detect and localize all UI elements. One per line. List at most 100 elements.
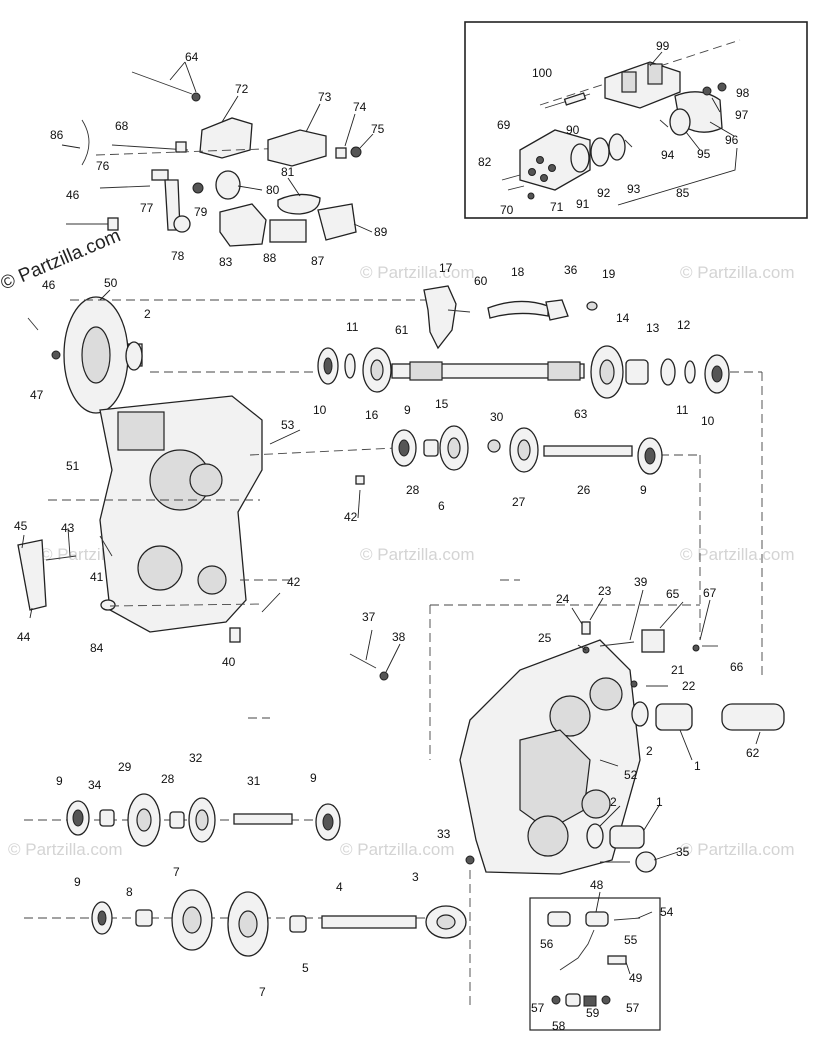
output-shaft-assembly	[91, 889, 467, 957]
callout-68: 68	[115, 119, 129, 133]
callout-48: 48	[590, 878, 604, 892]
callout-13: 13	[646, 321, 660, 335]
callout-95: 95	[697, 147, 711, 161]
callout-10: 10	[313, 403, 327, 417]
callout-77: 77	[140, 201, 154, 215]
callout-42-lower: 42	[287, 575, 301, 589]
callout-46: 46	[66, 188, 80, 202]
leader-lines	[21, 51, 761, 975]
callout-65: 65	[666, 587, 680, 601]
callout-49: 49	[629, 971, 643, 985]
callout-93: 93	[627, 182, 641, 196]
callout-28: 28	[406, 483, 420, 497]
callout-19: 19	[602, 267, 616, 281]
callout-44: 44	[17, 630, 31, 644]
callout-10-right: 10	[701, 414, 715, 428]
callout-61: 61	[395, 323, 409, 337]
callout-5: 5	[302, 961, 309, 975]
callout-59: 59	[586, 1006, 600, 1020]
callout-73: 73	[318, 90, 332, 104]
callout-22: 22	[682, 679, 696, 693]
main-shaft-assembly	[51, 285, 730, 399]
right-transmission-case	[349, 621, 785, 875]
callout-34: 34	[88, 778, 102, 792]
callout-57-right: 57	[626, 1001, 640, 1015]
callout-94: 94	[661, 148, 675, 162]
interlock-assembly	[547, 911, 641, 1007]
watermark-text: © Partzilla.com	[8, 840, 123, 859]
callout-91: 91	[576, 197, 590, 211]
callout-57: 57	[531, 1001, 545, 1015]
interlock-inset-frame	[529, 897, 661, 1031]
callout-35: 35	[676, 845, 690, 859]
shifter-linkage-assembly	[66, 71, 362, 247]
callout-33: 33	[437, 827, 451, 841]
callout-53: 53	[281, 418, 295, 432]
callout-69: 69	[497, 118, 511, 132]
callout-26: 26	[577, 483, 591, 497]
callout-47: 47	[30, 388, 44, 402]
callout-86: 86	[50, 128, 64, 142]
callout-85: 85	[676, 186, 690, 200]
callout-32: 32	[189, 751, 203, 765]
callout-87: 87	[311, 254, 325, 268]
callout-11-right: 11	[676, 403, 689, 417]
callout-92: 92	[597, 186, 611, 200]
callout-14: 14	[616, 311, 630, 325]
callout-21: 21	[671, 663, 685, 677]
left-case-cover	[17, 296, 365, 643]
callout-90: 90	[566, 123, 580, 137]
callout-17: 17	[439, 261, 453, 275]
callout-12: 12	[677, 318, 691, 332]
callout-66: 66	[730, 660, 744, 674]
callout-82: 82	[478, 155, 492, 169]
callout-96: 96	[725, 133, 739, 147]
callout-83: 83	[219, 255, 233, 269]
countershaft-assembly	[391, 425, 663, 475]
callout-2-lower: 2	[610, 795, 617, 809]
callout-9-bottom: 9	[74, 875, 81, 889]
callout-64: 64	[185, 50, 199, 64]
callout-29: 29	[118, 760, 132, 774]
callout-45: 45	[14, 519, 28, 533]
callout-2: 2	[144, 307, 151, 321]
reverse-idler-assembly	[66, 793, 341, 847]
callout-40: 40	[222, 655, 236, 669]
callout-39: 39	[634, 575, 648, 589]
inset-frame	[464, 21, 808, 219]
callout-31: 31	[247, 774, 261, 788]
callout-88: 88	[263, 251, 277, 265]
shift-fork-inset-assembly	[501, 39, 741, 206]
callout-51: 51	[66, 459, 80, 473]
callout-55: 55	[624, 933, 638, 947]
callout-60: 60	[474, 274, 488, 288]
callout-1: 1	[694, 759, 701, 773]
callout-42: 42	[344, 510, 358, 524]
watermark-text: © Partzilla.com	[340, 840, 455, 859]
watermark-layer: © Partzilla.com © Partzilla.com © Partzi…	[8, 263, 795, 859]
callout-28-lower: 28	[161, 772, 175, 786]
callout-97: 97	[735, 108, 749, 122]
callout-84: 84	[90, 641, 104, 655]
callout-25: 25	[538, 631, 552, 645]
watermark-text: © Partzilla.com	[680, 263, 795, 282]
callout-71: 71	[550, 200, 564, 214]
callout-3: 3	[412, 870, 419, 884]
callout-78: 78	[171, 249, 185, 263]
callout-52: 52	[624, 768, 638, 782]
callout-9-lower-right: 9	[310, 771, 317, 785]
callout-89: 89	[374, 225, 388, 239]
callout-2-right: 2	[646, 744, 653, 758]
callout-8: 8	[126, 885, 133, 899]
callout-16: 16	[365, 408, 379, 422]
callout-67: 67	[703, 586, 717, 600]
callout-36: 36	[564, 263, 578, 277]
callout-79: 79	[194, 205, 208, 219]
callout-30: 30	[490, 410, 504, 424]
callout-74: 74	[353, 100, 367, 114]
callout-63: 63	[574, 407, 588, 421]
callout-7-lower: 7	[259, 985, 266, 999]
callout-80: 80	[266, 183, 280, 197]
watermark-text: © Partzilla.com	[360, 263, 475, 282]
